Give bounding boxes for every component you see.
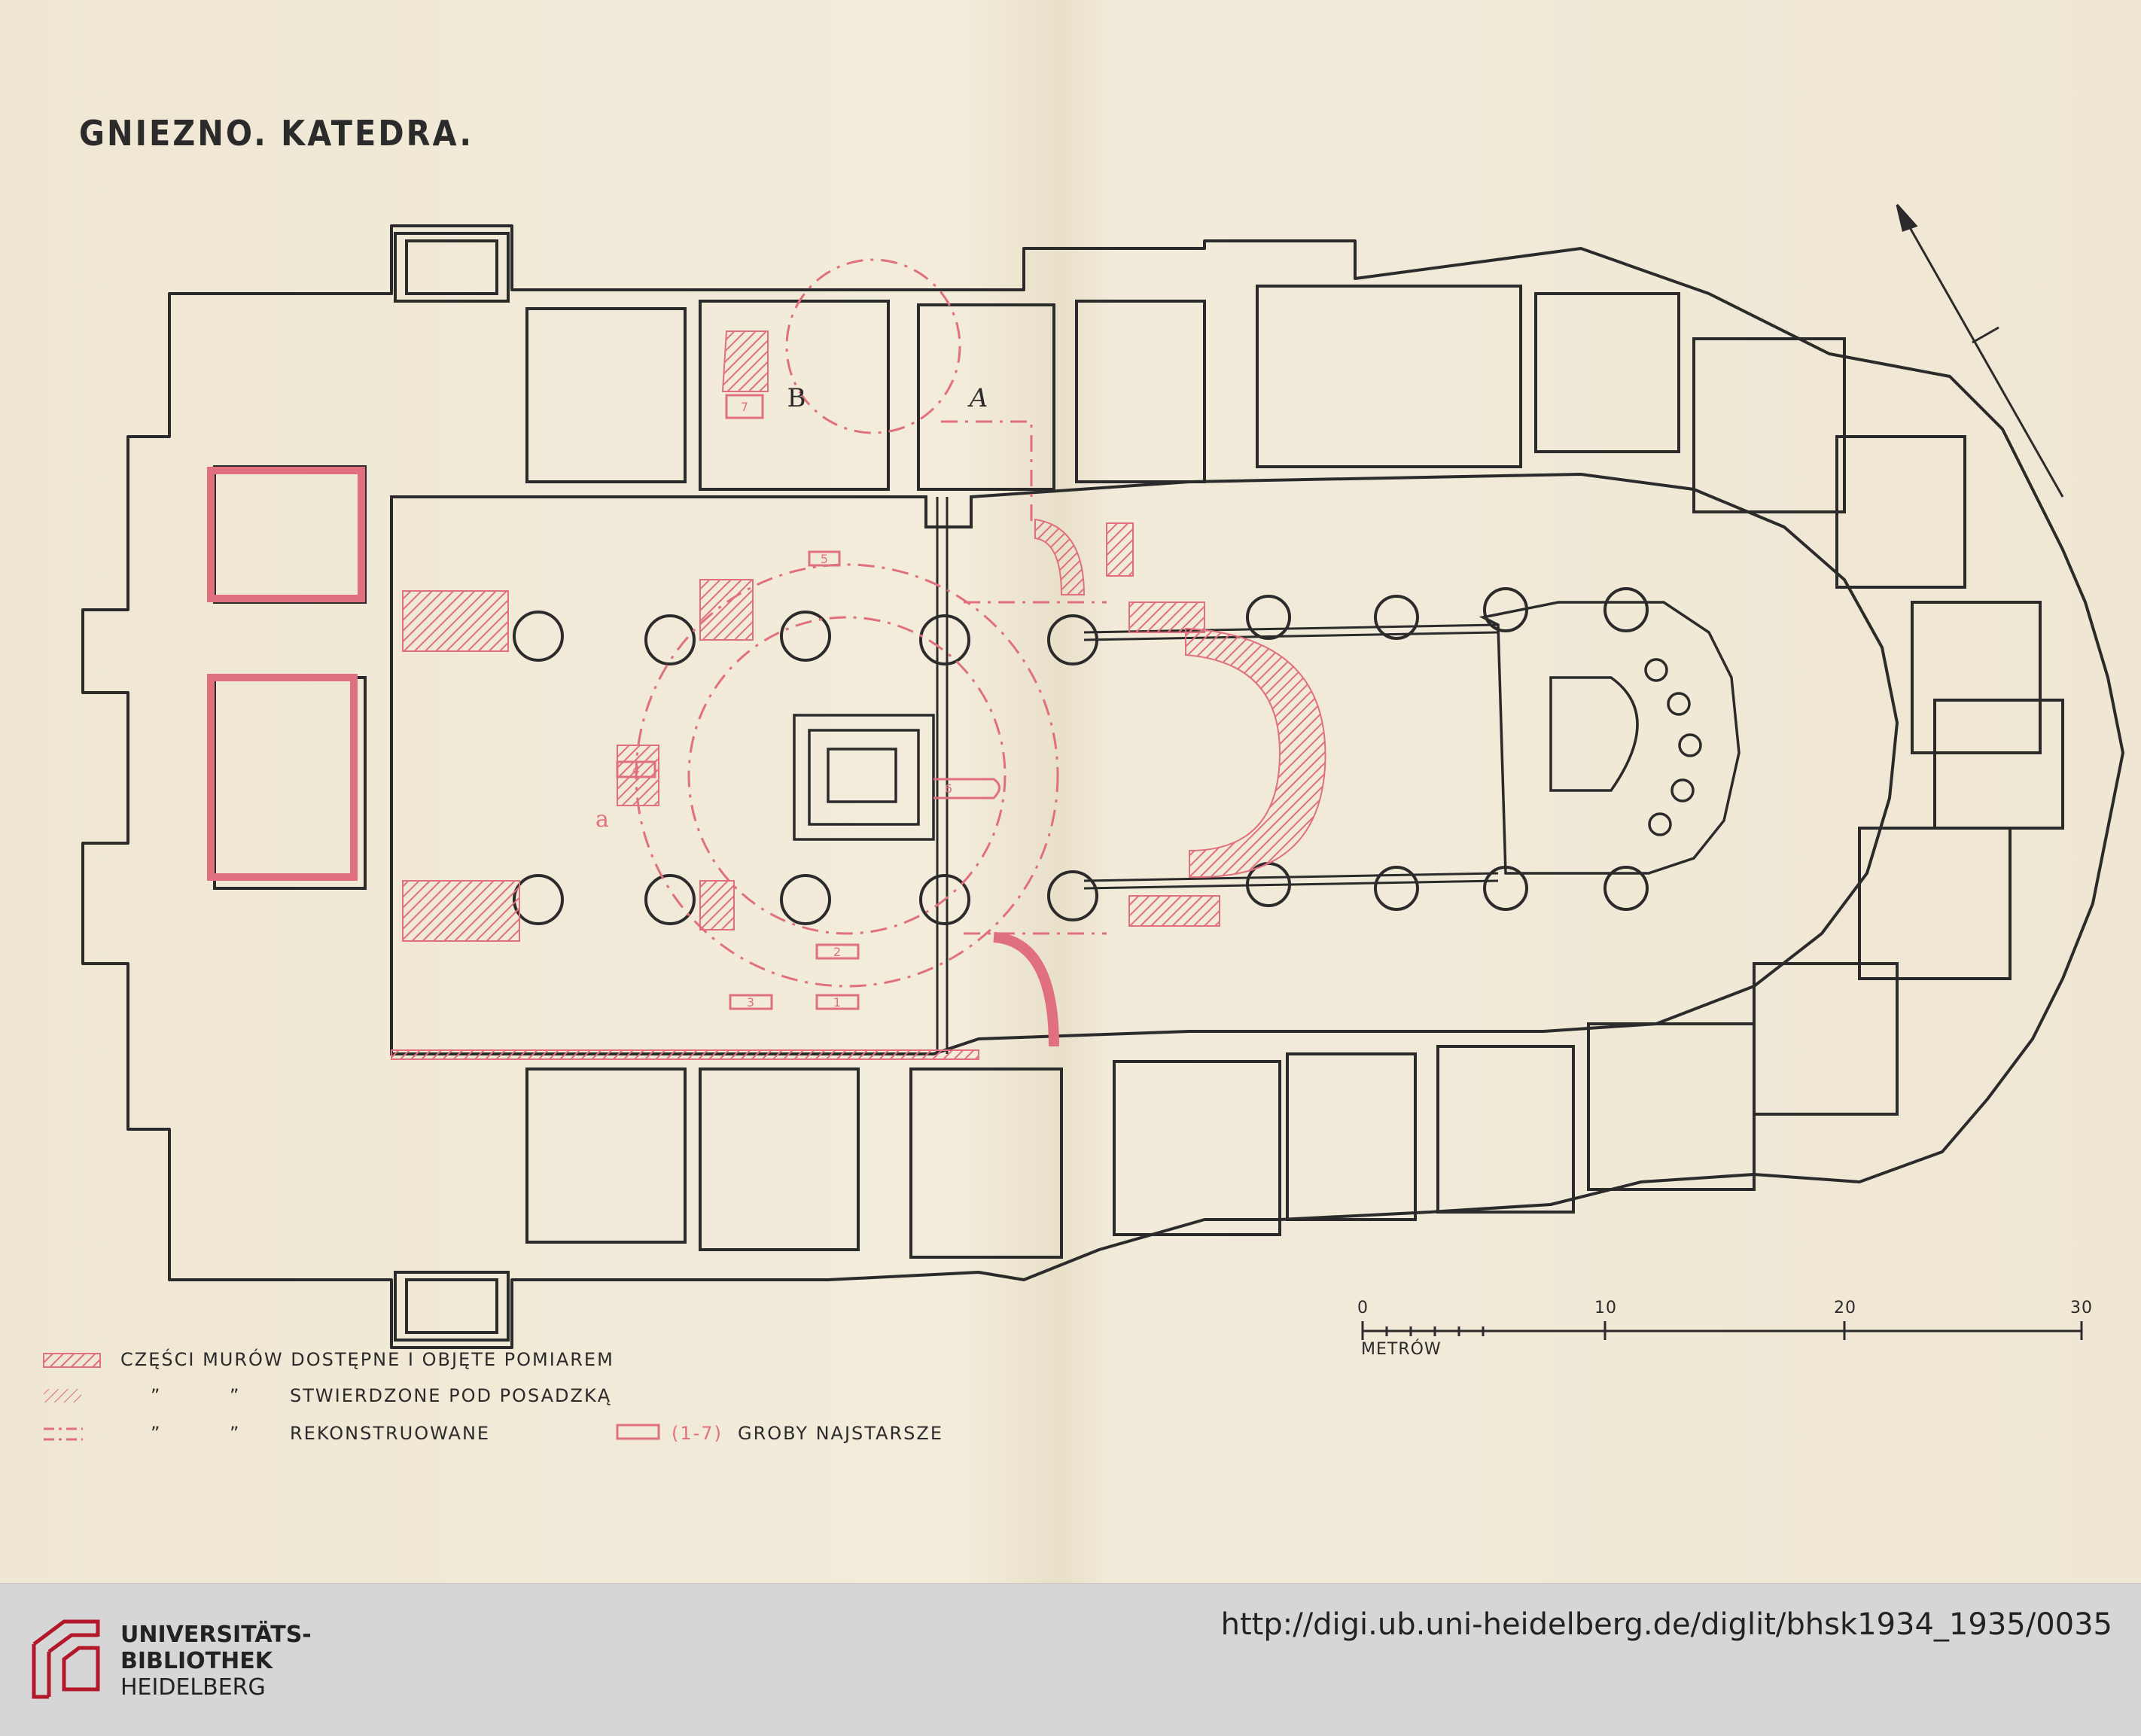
legend-reconstructed: REKONSTRUOWANE bbox=[290, 1423, 491, 1444]
reconstructed-outlines bbox=[635, 258, 1107, 988]
legend-swatches bbox=[43, 1353, 660, 1441]
grave-label-6: 6 bbox=[945, 781, 952, 796]
logo-line-1: UNIVERSITÄTS- bbox=[120, 1622, 312, 1648]
letter-a-label: a bbox=[595, 806, 609, 833]
nave-piers bbox=[513, 587, 1649, 925]
library-footer: UNIVERSITÄTS- BIBLIOTHEK HEIDELBERG bbox=[0, 1583, 2141, 1736]
library-logo-icon bbox=[32, 1619, 100, 1699]
west-towers bbox=[213, 232, 510, 1342]
grave-label-7: 7 bbox=[741, 400, 748, 414]
scale-tick-20: 20 bbox=[1834, 1299, 1856, 1317]
legend-ditto: ” bbox=[151, 1423, 162, 1444]
source-url-link[interactable]: http://digi.ub.uni-heidelberg.de/diglit/… bbox=[1220, 1607, 2112, 1642]
legend-ditto: ” bbox=[230, 1385, 241, 1406]
scale-bar bbox=[1361, 1321, 2083, 1340]
chapel-letters: B A a bbox=[595, 383, 988, 833]
logo-line-3: HEIDELBERG bbox=[120, 1674, 266, 1701]
grave-label-3: 3 bbox=[747, 995, 754, 1010]
legend-graves: GROBY NAJSTARSZE bbox=[738, 1423, 944, 1444]
grave-labels: 5 2 3 1 4 6 7 bbox=[632, 400, 952, 1010]
south-chapels bbox=[525, 699, 2064, 1259]
scale-tick-30: 30 bbox=[2070, 1299, 2093, 1317]
scale-unit: METRÓW bbox=[1361, 1340, 1442, 1359]
legend-measured: CZĘŚCI MURÓW DOSTĘPNE I OBJĘTE POMIAREM bbox=[120, 1349, 614, 1370]
chapel-b-label: B bbox=[787, 383, 806, 413]
chapel-a-label: A bbox=[967, 383, 988, 413]
grave-label-5: 5 bbox=[821, 552, 828, 566]
legend-under-floor: STWIERDZONE POD POSADZKĄ bbox=[290, 1385, 612, 1406]
scale-tick-0: 0 bbox=[1357, 1299, 1369, 1317]
north-arrow bbox=[1896, 204, 2064, 498]
nave-outline bbox=[390, 472, 1899, 1055]
measured-walls bbox=[207, 467, 1059, 1047]
legend-graves-symbol: (1-7) bbox=[672, 1423, 723, 1444]
page-title: GNIEZNO. KATEDRA. bbox=[79, 113, 474, 154]
grave-label-4: 4 bbox=[632, 763, 640, 777]
grave-boxes bbox=[616, 394, 1000, 1010]
outer-walls bbox=[81, 224, 2124, 1349]
altar bbox=[793, 601, 1741, 875]
chancel-rails bbox=[936, 497, 1499, 1054]
grave-label-2: 2 bbox=[833, 945, 841, 959]
grave-label-1: 1 bbox=[833, 995, 841, 1010]
legend-ditto: ” bbox=[230, 1423, 241, 1444]
scale-tick-10: 10 bbox=[1594, 1299, 1617, 1317]
floor-plan: 5 2 3 1 4 6 7 B A a bbox=[43, 204, 2124, 1441]
north-chapels bbox=[525, 285, 2042, 754]
walls-under-floor bbox=[391, 330, 1326, 1060]
legend-ditto: ” bbox=[151, 1385, 162, 1406]
logo-line-2: BIBLIOTHEK bbox=[120, 1648, 273, 1674]
